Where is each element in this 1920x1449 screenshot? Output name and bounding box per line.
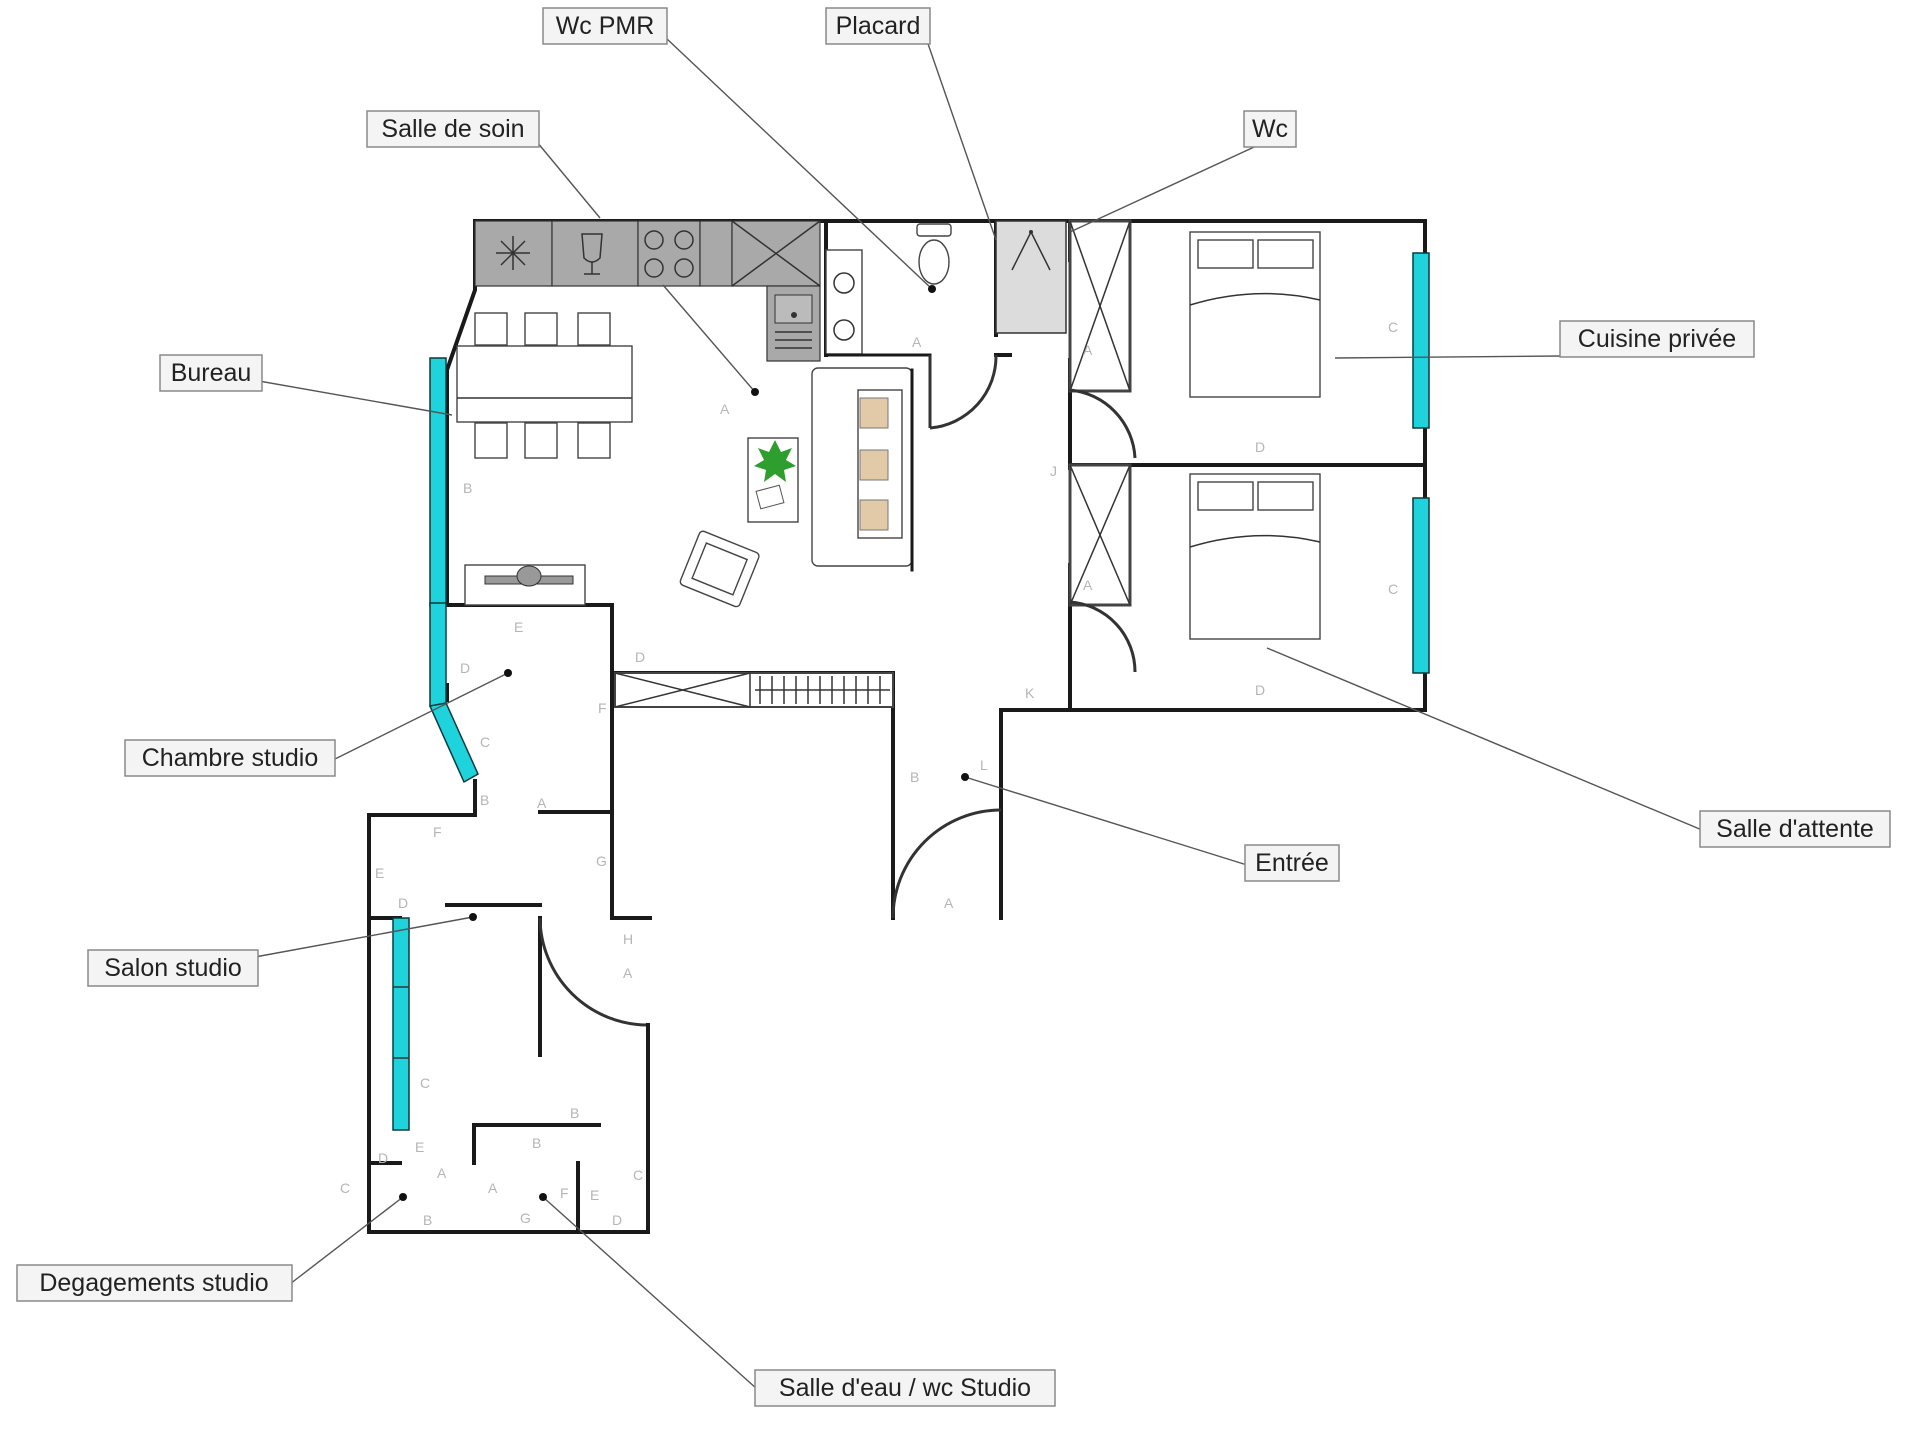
label-cuisine-privee: Cuisine privée [1559,320,1755,358]
wall-letter: G [596,853,607,869]
wall-letter: F [560,1185,569,1201]
snowflake-icon [496,236,530,270]
wall-letter: E [375,865,384,881]
wall-letter: B [423,1212,432,1228]
svg-text:Salle de soin: Salle de soin [381,115,524,143]
label-salle-de-soin: Salle de soin [366,110,540,148]
wall-letter: B [570,1105,579,1121]
wall-letter: D [612,1212,622,1228]
kitchen-counter [474,220,821,362]
svg-text:Bureau: Bureau [171,359,252,387]
shower-icon [995,220,1067,334]
wall-letter: A [912,334,922,350]
label-salle-attente: Salle d'attente [1699,810,1891,848]
wall-letter: B [532,1135,541,1151]
wardrobe-icon [1068,219,1132,607]
wall-letter: H [623,931,633,947]
svg-text:Wc PMR: Wc PMR [556,12,655,40]
svg-text:Wc: Wc [1252,115,1288,143]
svg-text:Salle d'eau / wc Studio: Salle d'eau / wc Studio [779,1374,1031,1402]
window-cuisine-privee [1412,252,1430,429]
wall-letter: E [590,1187,599,1203]
wine-glass-icon [581,233,603,275]
window-salon-studio [392,917,410,1131]
wall-letter: A [437,1165,447,1181]
bed-icon [1189,231,1321,640]
window-bureau [429,357,447,607]
svg-text:Degagements studio: Degagements studio [39,1269,268,1297]
wall-letter: F [598,700,607,716]
label-wc-pmr: Wc PMR [542,7,668,45]
dining-table [456,312,633,459]
wall-letter: G [520,1210,531,1226]
label-salon-studio: Salon studio [87,949,259,987]
label-salle-eau-wc-studio: Salle d'eau / wc Studio [754,1369,1056,1407]
wall-letter: B [463,480,472,496]
wall-letter: C [420,1075,430,1091]
wall-letter: A [720,401,730,417]
wall-letter: A [623,965,633,981]
label-chambre-studio: Chambre studio [124,739,336,777]
wall-letter: F [433,824,442,840]
wall-letter: D [378,1150,388,1166]
window-salle-attente [1412,497,1430,674]
corridor-wardrobe [614,672,894,708]
wall-letter: D [398,895,408,911]
plant-icon [747,437,799,523]
windows [392,252,1430,1131]
wall-letter: K [1025,685,1035,701]
svg-text:Cuisine privée: Cuisine privée [1578,325,1736,353]
dishwasher [551,220,639,287]
wall-letter: D [1255,439,1265,455]
wall-letters: A B E D D F C B A F G E D H A C B B E D … [340,319,1398,1228]
wall-letter: B [910,769,919,785]
wall-letter: L [980,757,988,773]
wall-letter: E [415,1139,424,1155]
svg-text:Salon studio: Salon studio [104,954,242,982]
toilet-icon [916,223,952,285]
wall-letter: C [633,1167,643,1183]
wall-letter: A [944,895,954,911]
cooktop-icon [637,220,701,287]
sofa-icon [811,367,914,572]
wall-letter: C [1388,319,1398,335]
wall-letter: B [480,792,489,808]
svg-text:Placard: Placard [836,12,921,40]
doors [538,354,1137,1042]
label-wc: Wc [1243,110,1297,148]
wc-pmr-fixtures [824,223,952,357]
wall-letter: D [460,660,470,676]
wall-letter: A [537,795,547,811]
svg-text:Salle d'attente: Salle d'attente [1716,815,1874,843]
armchair-icon [679,530,760,608]
leader-lines [254,37,1703,1390]
wall-letter: A [488,1180,498,1196]
wall-letter: J [1050,463,1057,479]
wall-letter: E [514,619,523,635]
wall-letter: C [1388,581,1398,597]
wall-letter: C [340,1180,350,1196]
label-bureau: Bureau [159,354,263,392]
window-chambre-studio-1 [429,602,447,707]
label-entree: Entrée [1244,844,1340,882]
wall-letter: A [1083,577,1093,593]
room-dots [399,285,969,1201]
svg-text:Entrée: Entrée [1255,849,1329,877]
label-placard: Placard [825,7,931,45]
wall-letter: D [635,649,645,665]
label-degagements-studio: Degagements studio [16,1264,293,1302]
svg-text:Chambre studio: Chambre studio [142,744,318,772]
wall-letter: C [480,734,490,750]
tv-icon [464,564,586,606]
window-chambre-studio-2 [428,702,479,784]
wall-letter: D [1255,682,1265,698]
wall-letter: A [1083,342,1093,358]
wc-pmr-sink [825,249,863,355]
